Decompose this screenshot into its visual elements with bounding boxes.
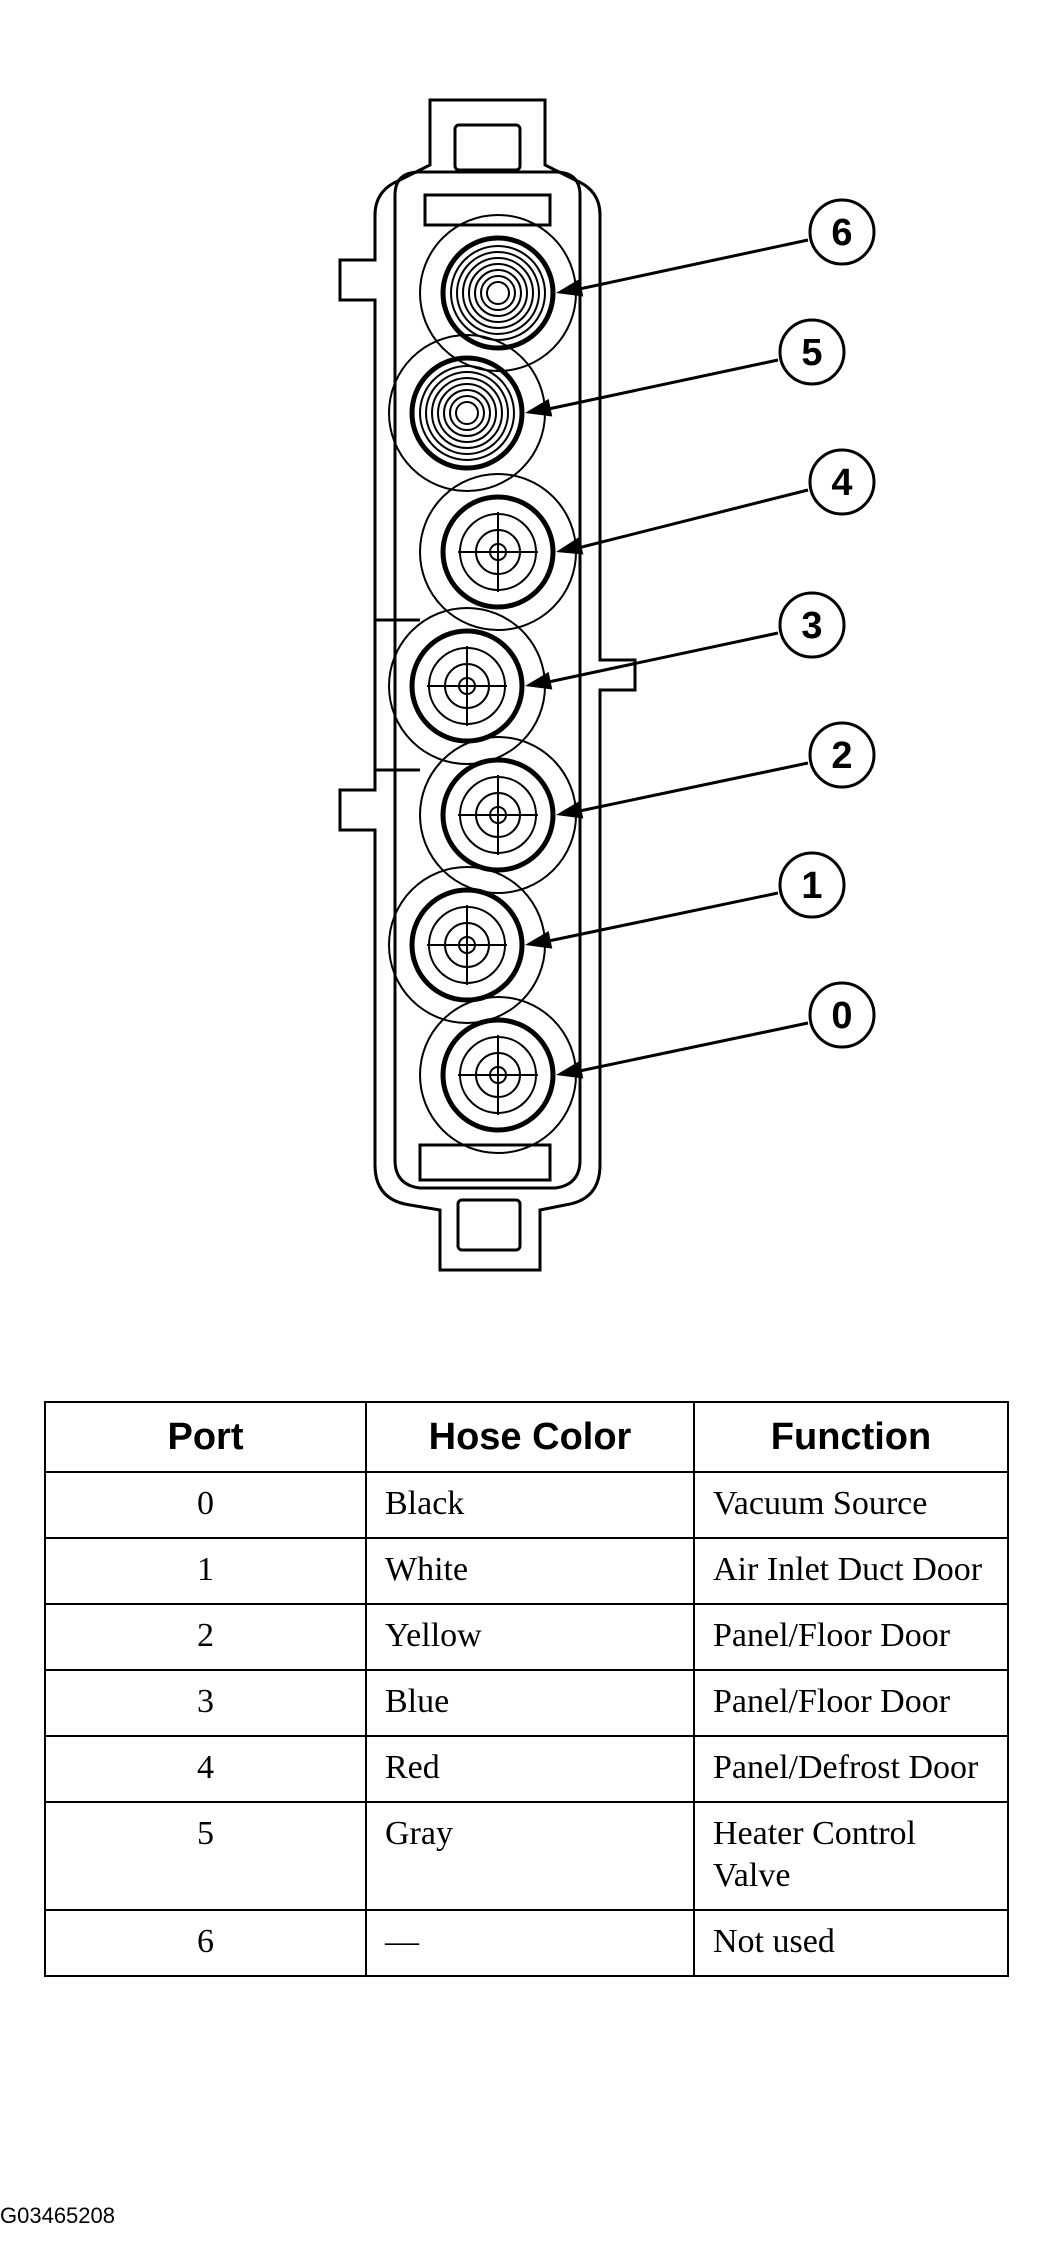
vacuum-port xyxy=(419,473,577,631)
hose-color-cell: White xyxy=(365,1537,695,1605)
callout-circle xyxy=(778,318,846,386)
callout-number: 1 xyxy=(801,865,822,907)
port-callout: 4 xyxy=(556,448,876,555)
table-row: 4 Red Panel/Defrost Door xyxy=(44,1735,1009,1803)
table-header-row: Port Hose Color Function xyxy=(44,1401,1009,1473)
callout-circle xyxy=(808,198,876,266)
callout-number: 4 xyxy=(831,462,852,504)
port-hose-function-table: Port Hose Color Function 0 Black Vacuum … xyxy=(44,1401,1009,1977)
port-callout: 3 xyxy=(525,591,846,690)
arrowhead xyxy=(556,800,584,819)
port-callout: 0 xyxy=(556,981,876,1079)
arrowhead xyxy=(556,1060,584,1079)
table-row: 5 Gray Heater Control Valve xyxy=(44,1801,1009,1911)
vacuum-port xyxy=(388,866,546,1024)
arrowhead xyxy=(525,671,553,690)
top-latch xyxy=(453,123,522,172)
port-cell: 4 xyxy=(44,1735,367,1803)
callout-number: 3 xyxy=(801,605,822,647)
top-latch-bar xyxy=(423,193,552,227)
leader-line xyxy=(538,891,779,945)
port-cell: 5 xyxy=(44,1801,367,1911)
table-row: 1 White Air Inlet Duct Door xyxy=(44,1537,1009,1605)
port-cell: 2 xyxy=(44,1603,367,1671)
leader-line xyxy=(538,358,779,413)
function-cell: Vacuum Source xyxy=(693,1471,1009,1539)
hose-color-cell: Black xyxy=(365,1471,695,1539)
vacuum-connector-diagram: 6 5 4 3 2 1 0 xyxy=(338,98,876,1272)
hose-color-cell: Yellow xyxy=(365,1603,695,1671)
leader-line xyxy=(538,631,779,686)
port-callout: 2 xyxy=(556,721,876,819)
function-cell: Heater Control Valve xyxy=(693,1801,1009,1911)
callout-circle xyxy=(808,721,876,789)
leader-line xyxy=(569,238,809,293)
callout-number: 6 xyxy=(831,212,852,254)
hose-color-cell: Blue xyxy=(365,1669,695,1737)
hose-color-cell: Gray xyxy=(365,1801,695,1911)
figure-code: G03465208 xyxy=(0,2203,115,2228)
vacuum-port xyxy=(419,996,577,1154)
function-cell: Panel/Floor Door xyxy=(693,1669,1009,1737)
arrowhead xyxy=(525,398,553,417)
hose-color-cell: Red xyxy=(365,1735,695,1803)
port-cell: 0 xyxy=(44,1471,367,1539)
function-cell: Air Inlet Duct Door xyxy=(693,1537,1009,1605)
function-cell: Not used xyxy=(693,1909,1009,1977)
function-cell: Panel/Floor Door xyxy=(693,1603,1009,1671)
port-cell: 3 xyxy=(44,1669,367,1737)
arrowhead xyxy=(556,278,584,297)
function-cell: Panel/Defrost Door xyxy=(693,1735,1009,1803)
port-callout: 6 xyxy=(556,198,876,297)
vacuum-port xyxy=(388,334,546,492)
callout-circle xyxy=(778,591,846,659)
callout-number: 0 xyxy=(831,995,852,1037)
leader-line xyxy=(569,761,809,815)
arrowhead xyxy=(556,537,584,555)
connector-drawing: 6 5 4 3 2 1 0 xyxy=(338,98,876,1272)
port-cell: 6 xyxy=(44,1909,367,1977)
table-row: 2 Yellow Panel/Floor Door xyxy=(44,1603,1009,1671)
callout-circle xyxy=(778,851,846,919)
leader-line xyxy=(569,1021,809,1075)
hose-color-cell: — xyxy=(365,1909,695,1977)
connector-housing-outline xyxy=(338,98,637,1272)
callout-circle xyxy=(808,448,876,516)
callouts-layer: 6 5 4 3 2 1 0 xyxy=(525,198,876,1079)
port-callout: 5 xyxy=(525,318,846,417)
table-row: 6 — Not used xyxy=(44,1909,1009,1977)
header-function: Function xyxy=(693,1401,1009,1473)
port-table-container: Port Hose Color Function 0 Black Vacuum … xyxy=(44,1401,1009,1977)
callout-number: 5 xyxy=(801,332,822,374)
connector-housing-inner xyxy=(393,170,582,1190)
vacuum-port xyxy=(419,736,577,894)
header-port: Port xyxy=(44,1401,367,1473)
callout-number: 2 xyxy=(831,735,852,777)
header-hose-color: Hose Color xyxy=(365,1401,695,1473)
table-row: 0 Black Vacuum Source xyxy=(44,1471,1009,1539)
bottom-latch xyxy=(456,1198,522,1252)
arrowhead xyxy=(525,930,553,949)
table-row: 3 Blue Panel/Floor Door xyxy=(44,1669,1009,1737)
vacuum-port xyxy=(419,214,577,372)
callout-circle xyxy=(808,981,876,1049)
ports-layer xyxy=(388,214,577,1154)
leader-line xyxy=(569,488,809,552)
port-callout: 1 xyxy=(525,851,846,949)
bottom-latch-bar xyxy=(418,1143,552,1182)
port-cell: 1 xyxy=(44,1537,367,1605)
